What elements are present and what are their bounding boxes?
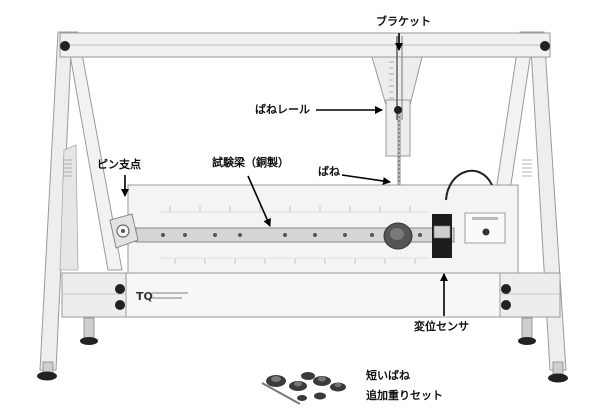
pin-support (109, 213, 139, 249)
left-frame (39, 31, 123, 371)
lower-right-knob-bottom-icon (501, 300, 511, 310)
short-spring (261, 382, 301, 405)
top-left-knob-icon (60, 41, 70, 51)
label-displacement-sensor: 変位センサ (414, 320, 469, 333)
label-short-spring: 短いばね (366, 369, 410, 382)
arrow-test-beam (247, 175, 271, 227)
lower-right-knob-top-icon (501, 284, 511, 294)
tq-logo-icon: TQ (136, 290, 153, 303)
label-pin-support: ピン支点 (97, 158, 141, 171)
sensor-knob-icon (482, 228, 490, 236)
lower-left-knob-bottom-icon (115, 300, 125, 310)
arrow-spring (341, 174, 391, 185)
spring-rail-knob-icon (394, 106, 402, 114)
lower-rails: TQ (61, 272, 561, 318)
feet (37, 317, 568, 383)
label-bracket: ブラケット (376, 15, 431, 28)
label-test-beam: 試験梁（銅製） (212, 156, 289, 169)
top-right-knob-icon (540, 41, 550, 51)
lower-left-knob-top-icon (115, 284, 125, 294)
sensor-box (445, 169, 506, 244)
sensor-clamp (432, 214, 452, 258)
extra-weights-set (261, 372, 346, 405)
callout-arrows (121, 33, 448, 316)
label-spring: ばね (318, 165, 340, 178)
sensor-cable (445, 169, 493, 201)
label-spring-rail: ばねレール (255, 103, 310, 116)
label-extra-weights: 追加重りセット (366, 389, 443, 402)
beam-weight (383, 222, 413, 250)
top-rail (59, 32, 551, 58)
